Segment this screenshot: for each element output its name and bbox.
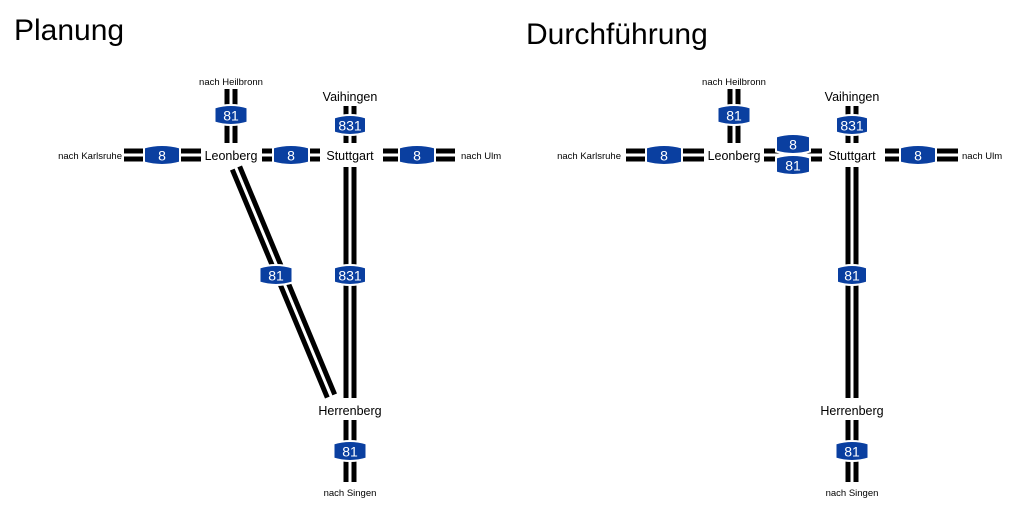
shield-a81-diagonal: 81 bbox=[258, 264, 294, 286]
shield-shape bbox=[213, 104, 249, 126]
shield-number: 8 bbox=[660, 148, 668, 164]
shield-a831-north: 831 bbox=[835, 114, 869, 136]
city-herrenberg: Herrenberg bbox=[318, 404, 381, 418]
city-vaihingen: Vaihingen bbox=[825, 90, 880, 104]
shield-shape bbox=[333, 264, 367, 286]
shield-a831-north: 831 bbox=[333, 114, 367, 136]
shield-number: 81 bbox=[844, 444, 860, 460]
shield-number: 81 bbox=[342, 444, 358, 460]
shield-shape bbox=[835, 114, 869, 136]
city-herrenberg: Herrenberg bbox=[820, 404, 883, 418]
shield-shape bbox=[775, 154, 811, 176]
shield-a81-south: 81 bbox=[834, 440, 870, 462]
destination-south: nach Singen bbox=[826, 488, 879, 499]
shield-number: 81 bbox=[844, 268, 860, 284]
shield-number: 8 bbox=[158, 148, 166, 164]
shield-number: 8 bbox=[914, 148, 922, 164]
destination-north: nach Heilbronn bbox=[199, 77, 263, 88]
shields: 81 8 8 81 831 8 81 81 bbox=[645, 104, 937, 462]
shield-number: 8 bbox=[413, 148, 421, 164]
shield-number: 81 bbox=[726, 108, 742, 124]
shield-shape bbox=[258, 264, 294, 286]
shield-shape bbox=[143, 144, 181, 166]
shield-a8-middle: 8 bbox=[775, 133, 811, 155]
shield-a81-south-mid: 81 bbox=[836, 264, 868, 286]
shield-a81-south: 81 bbox=[332, 440, 368, 462]
destination-south: nach Singen bbox=[324, 488, 377, 499]
city-leonberg: Leonberg bbox=[708, 149, 761, 163]
panel-durchfuehrung: Durchführung 81 8 8 81 831 8 81 81 nach Heilbro… bbox=[526, 18, 1002, 499]
shield-shape bbox=[332, 440, 368, 462]
shield-number: 81 bbox=[223, 108, 239, 124]
shield-a8-east: 8 bbox=[398, 144, 436, 166]
shield-number: 81 bbox=[268, 268, 284, 284]
shield-shape bbox=[834, 440, 870, 462]
shield-number: 81 bbox=[785, 158, 801, 174]
city-leonberg: Leonberg bbox=[205, 149, 258, 163]
shield-shape bbox=[333, 114, 367, 136]
shield-a831-south: 831 bbox=[333, 264, 367, 286]
shield-a81-north: 81 bbox=[716, 104, 752, 126]
destination-west: nach Karlsruhe bbox=[557, 151, 621, 162]
panel-title: Durchführung bbox=[526, 18, 708, 51]
shield-a81-middle: 81 bbox=[775, 154, 811, 176]
city-vaihingen: Vaihingen bbox=[323, 90, 378, 104]
shields: 81 8 8 831 8 81 831 81 bbox=[143, 104, 436, 462]
destination-east: nach Ulm bbox=[962, 151, 1002, 162]
shield-shape bbox=[775, 133, 811, 155]
shield-number: 831 bbox=[338, 118, 362, 134]
destination-west: nach Karlsruhe bbox=[58, 151, 122, 162]
shield-number: 8 bbox=[789, 137, 797, 153]
shield-shape bbox=[836, 264, 868, 286]
shield-a8-east: 8 bbox=[899, 144, 937, 166]
shield-shape bbox=[716, 104, 752, 126]
shield-a8-west: 8 bbox=[143, 144, 181, 166]
city-stuttgart: Stuttgart bbox=[326, 149, 374, 163]
shield-a81-north: 81 bbox=[213, 104, 249, 126]
shield-number: 831 bbox=[338, 268, 362, 284]
shield-shape bbox=[272, 144, 310, 166]
shield-shape bbox=[899, 144, 937, 166]
destination-north: nach Heilbronn bbox=[702, 77, 766, 88]
panel-planung: Planung 81 8 8 831 8 81 831 81 nach Heilbronn n… bbox=[14, 14, 501, 499]
shield-number: 8 bbox=[287, 148, 295, 164]
shield-a8-west: 8 bbox=[645, 144, 683, 166]
shield-shape bbox=[645, 144, 683, 166]
city-stuttgart: Stuttgart bbox=[828, 149, 876, 163]
shield-number: 831 bbox=[840, 118, 864, 134]
panel-title: Planung bbox=[14, 14, 124, 47]
shield-shape bbox=[398, 144, 436, 166]
shield-a8-middle: 8 bbox=[272, 144, 310, 166]
destination-east: nach Ulm bbox=[461, 151, 501, 162]
